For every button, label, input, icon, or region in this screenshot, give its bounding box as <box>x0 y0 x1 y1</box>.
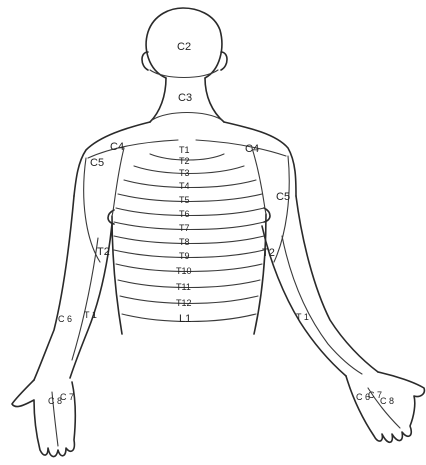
c3-c4-boundary <box>152 113 222 121</box>
label-t6: T6 <box>179 209 190 219</box>
label-c6-left-arm: C 6 <box>58 314 72 324</box>
right-ear-outline <box>221 52 227 70</box>
label-t5: T5 <box>179 195 190 205</box>
left-arm-t1-line <box>72 238 98 360</box>
band-line-t4 <box>124 180 256 188</box>
left-arm-outer-outline <box>34 196 74 380</box>
dermatome-labels: C2 C3 C4 C4 C5 C5 T1 T2 T3 T4 T5 T6 T7 T… <box>48 41 394 406</box>
label-t11: T11 <box>176 282 191 292</box>
label-t9: T9 <box>179 251 190 261</box>
label-t2: T2 <box>179 156 190 166</box>
label-t4: T4 <box>179 181 190 191</box>
label-c8-right-hand: C 8 <box>380 396 394 406</box>
band-line-t6 <box>116 208 264 216</box>
label-c4-right: C4 <box>245 143 259 155</box>
label-t2-right-arm: T2 <box>262 247 275 259</box>
right-arm-outer-outline <box>296 196 378 372</box>
label-t3: T3 <box>179 168 190 178</box>
label-t8: T8 <box>179 237 190 247</box>
label-c4-left: C4 <box>110 141 124 153</box>
right-arm-t1-line <box>282 236 362 374</box>
label-c7-left-hand: C 7 <box>60 392 74 402</box>
label-t10: T10 <box>176 266 192 276</box>
label-t1: T1 <box>179 145 190 155</box>
label-t12: T12 <box>176 298 192 308</box>
label-t1-left-arm: T 1 <box>84 310 97 320</box>
label-t7: T7 <box>179 223 190 233</box>
label-c5-left: C5 <box>90 157 104 169</box>
band-line-t5 <box>118 194 262 202</box>
t2-boundary-left <box>112 148 124 216</box>
left-shoulder-inner <box>88 140 178 158</box>
torso-left-outline <box>112 216 122 334</box>
right-shoulder-inner <box>196 140 286 156</box>
label-c2-head: C2 <box>177 41 191 53</box>
label-l1: L1 <box>179 313 191 325</box>
neck-right-outline <box>205 78 224 122</box>
c5-boundary-right <box>274 156 289 262</box>
label-c5-right: C5 <box>276 191 290 203</box>
label-t1-right-arm: T 1 <box>296 312 309 322</box>
label-t2-left-arm: T2 <box>97 246 110 258</box>
label-c3-neck: C3 <box>178 92 192 104</box>
right-hand-outline <box>346 372 424 442</box>
